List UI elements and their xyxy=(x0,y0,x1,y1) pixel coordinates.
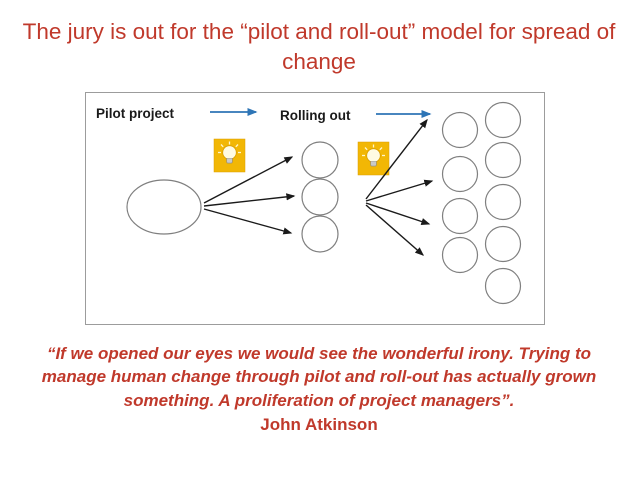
pilot-rollout-diagram: Pilot project Rolling out xyxy=(96,101,522,305)
pilot-project-label: Pilot project xyxy=(96,106,175,121)
diagram-box: Pilot project Rolling out xyxy=(85,92,545,325)
fan-arrow-icon xyxy=(365,179,434,202)
lightbulb-icon xyxy=(357,141,390,176)
fan-arrow-icon xyxy=(365,118,428,200)
pilot-fan-arrows xyxy=(203,156,296,235)
rollout-circle xyxy=(441,155,479,193)
rollout-circle xyxy=(484,267,522,305)
rollout-circle xyxy=(441,236,479,274)
slide-title: The jury is out for the “pilot and roll-… xyxy=(22,19,616,74)
stage-circles xyxy=(301,141,339,253)
lightbulb-icon xyxy=(213,138,246,173)
stage-circle xyxy=(301,215,339,253)
pilot-ellipse xyxy=(126,179,202,235)
rollout-circle xyxy=(484,141,522,179)
fan-arrow-icon xyxy=(203,156,294,204)
rollout-circle xyxy=(441,197,479,235)
rollout-circles xyxy=(441,101,522,305)
fan-arrow-icon xyxy=(365,202,431,225)
rollout-circle xyxy=(484,225,522,263)
rollout-circle xyxy=(484,101,522,139)
attribution: John Atkinson xyxy=(260,415,378,435)
fan-arrow-icon xyxy=(203,193,296,207)
stage-circle xyxy=(301,141,339,179)
rollout-circle xyxy=(484,183,522,221)
fan-arrow-icon xyxy=(203,208,293,235)
quote-block: “If we opened our eyes we would see the … xyxy=(19,342,619,437)
rollout-fan-arrows xyxy=(365,118,434,256)
rolling-out-label: Rolling out xyxy=(280,108,351,123)
rollout-circle xyxy=(441,111,479,149)
stage-circle xyxy=(301,178,339,216)
fan-arrow-icon xyxy=(365,204,425,256)
quote-text: “If we opened our eyes we would see the … xyxy=(41,344,597,410)
